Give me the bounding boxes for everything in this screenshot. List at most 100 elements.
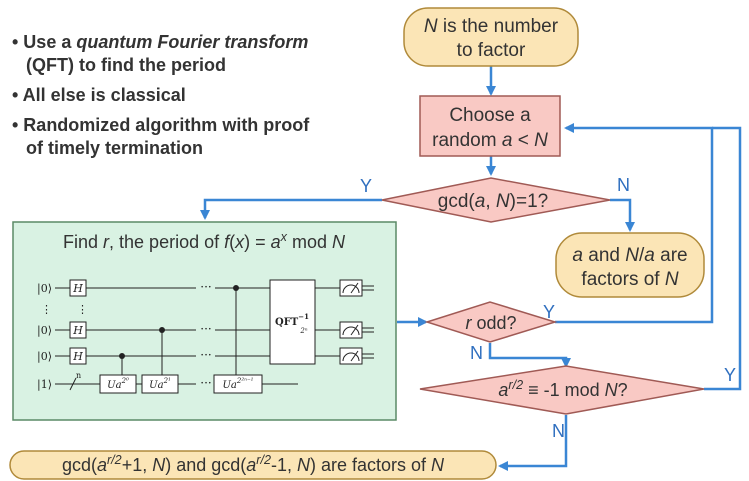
text-run: to factor — [457, 40, 526, 61]
text-run: odd? — [471, 313, 516, 333]
text-run: r/2 — [508, 378, 523, 392]
inverse-qft-label: QFT−1 — [275, 312, 309, 328]
text-run: )=1? — [510, 191, 549, 212]
text-run: a — [271, 232, 281, 252]
text-run: ) and gcd( — [165, 455, 246, 475]
ar2-yes-label: Y — [724, 365, 736, 385]
arrow-gcd-no — [610, 198, 635, 232]
ar2-label: ar/2 ≡ -1 mod N? — [498, 378, 627, 400]
hadamard-label: H — [72, 350, 83, 363]
text-run: ( — [229, 232, 235, 252]
text-run: x — [280, 230, 288, 244]
text-run: N — [332, 232, 346, 252]
text-run: mod — [287, 232, 332, 252]
ket-label: |1⟩ — [37, 378, 52, 392]
text-run: • Use a — [12, 32, 76, 52]
text-run: are — [655, 245, 688, 266]
vdots: ⋮ — [77, 303, 88, 316]
vdots: ⋮ — [41, 303, 52, 316]
text-run: < — [512, 130, 534, 151]
bullet-1-cont: (QFT) to find the period — [26, 55, 226, 75]
bullet-list: • Use a quantum Fourier transform (QFT) … — [12, 32, 310, 158]
text-run: / — [639, 245, 645, 266]
text-run: • All else is classical — [12, 85, 186, 105]
result-node — [9, 450, 497, 480]
quantum-circuit: |0⟩ |0⟩ |0⟩ |1⟩ ⋮ ⋮ n H H H ··· ··· ··· … — [37, 279, 374, 394]
factors-found-line2: factors of N — [581, 269, 678, 290]
text-run: ? — [618, 380, 628, 400]
bullet-3-cont: of timely termination — [26, 138, 203, 158]
control-dot — [119, 353, 125, 359]
text-run: N — [605, 380, 619, 400]
text-run: ) are factors of — [310, 455, 431, 475]
register-size: n — [76, 371, 81, 380]
text-run: (QFT) to find the period — [26, 55, 226, 75]
text-run: quantum Fourier transform — [76, 32, 308, 52]
rodd-no-label: N — [470, 343, 483, 363]
text-run: factors of — [581, 269, 664, 290]
text-run: random — [432, 130, 502, 151]
gcd-no-label: N — [617, 175, 630, 195]
text-run: • Randomized algorithm with proof — [12, 115, 310, 135]
ket-label: |0⟩ — [37, 350, 52, 364]
text-run: N — [431, 455, 445, 475]
choose-node-line2: random a < N — [432, 130, 548, 151]
start-node-line2: to factor — [457, 40, 526, 61]
hadamard-label: H — [72, 282, 83, 295]
text-run: a — [644, 245, 655, 266]
text-run: r — [103, 232, 110, 252]
hadamard-label: H — [72, 324, 83, 337]
text-run: ≡ -1 mod — [523, 380, 605, 400]
text-run: a — [498, 380, 508, 400]
text-run: r/2 — [256, 453, 271, 467]
text-run: -1, — [271, 455, 297, 475]
bullet-1: • Use a quantum Fourier transform — [12, 32, 308, 52]
text-run: and — [583, 245, 625, 266]
bullet-2: • All else is classical — [12, 85, 186, 105]
text-run: f — [224, 232, 231, 252]
measurement-meters — [339, 279, 363, 365]
text-run: N — [534, 130, 548, 151]
text-run: N — [496, 191, 510, 212]
factors-found-line1: a and N/a are — [572, 245, 687, 266]
arrow-ar2-no — [498, 415, 568, 471]
text-run: r/2 — [107, 453, 122, 467]
bullet-3: • Randomized algorithm with proof — [12, 115, 310, 135]
arrow-rodd-no — [488, 343, 571, 368]
arrow-ar2-yes-loop — [704, 126, 742, 391]
choose-node — [419, 95, 561, 157]
ket-label: |0⟩ — [37, 282, 52, 296]
period-finding-box — [12, 221, 397, 421]
text-run: x — [234, 232, 245, 252]
text-run: +1, — [122, 455, 153, 475]
r-odd-decision — [424, 301, 558, 343]
period-box-title: Find r, the period of f(x) = ax mod N — [63, 230, 346, 252]
text-run: is the number — [438, 16, 559, 37]
gcd-decision-label: gcd(a, N)=1? — [438, 191, 548, 212]
hadamard-gates: H H H — [69, 279, 87, 365]
u-gate-label: Ua2⁰ — [107, 377, 129, 391]
start-node-line1: N is the number — [424, 16, 559, 37]
ar2-decision — [419, 365, 705, 415]
text-run: of timely termination — [26, 138, 203, 158]
connectors — [200, 66, 742, 471]
choose-node-line1: Choose a — [449, 105, 531, 126]
u-gate-label: Ua2¹ — [149, 377, 171, 391]
arrow-rodd-yes-loop — [555, 123, 714, 324]
controlled-u-gate — [213, 374, 263, 394]
text-run: a — [246, 455, 256, 475]
ellipsis: ··· — [200, 280, 211, 294]
r-odd-label: r odd? — [465, 313, 516, 333]
ar2-no-label: N — [552, 421, 565, 441]
text-run: gcd( — [438, 191, 476, 212]
inverse-qft-sub: 2ⁿ — [299, 327, 307, 335]
result-label: gcd(ar/2+1, N) and gcd(ar/2-1, N) are fa… — [62, 453, 445, 475]
text-run: a — [97, 455, 107, 475]
control-dot — [233, 285, 239, 291]
text-run: Choose a — [449, 105, 531, 126]
u-gate-label: Ua2²ⁿ⁻¹ — [223, 377, 254, 391]
control-dot — [159, 327, 165, 333]
start-node — [403, 7, 579, 67]
ellipsis: ··· — [200, 322, 211, 336]
